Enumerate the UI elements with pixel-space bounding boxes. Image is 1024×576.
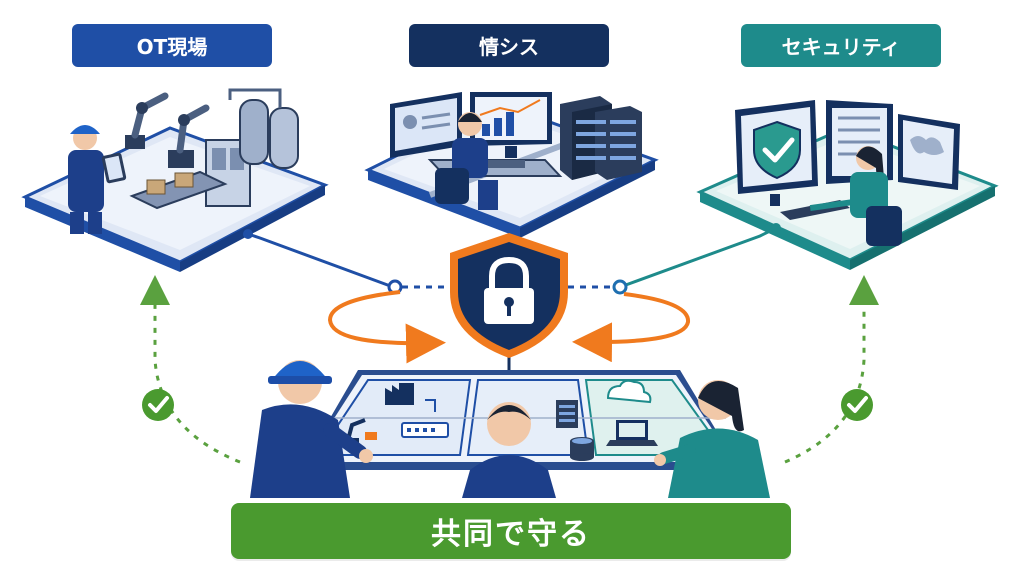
green-dashed-arrow-left (140, 275, 241, 464)
table-cloud-icon (606, 379, 652, 404)
orange-cycle-arrow-left (327, 290, 446, 364)
table-laptop-icon (606, 420, 658, 446)
connector-security-to-shield (568, 223, 781, 295)
table-switch-icon (401, 422, 449, 438)
ot-worker-with-tablet (68, 125, 127, 234)
ot-site-label: OT現場 (72, 24, 272, 67)
factory-robot-arm-icon (125, 88, 299, 210)
table-server-icon (556, 400, 578, 428)
ot-person-helmet (250, 360, 373, 498)
check-circle-icon (142, 389, 174, 421)
is-person-center (462, 402, 556, 498)
joint-defense-banner: 共同で守る (231, 503, 791, 559)
security-worker (809, 146, 902, 246)
security-label: セキュリティ (741, 24, 941, 67)
connector-ot-to-shield (243, 229, 448, 295)
table-factory-icon (385, 383, 436, 412)
is-worker-at-desk (427, 112, 563, 210)
padlock-shield-icon (450, 233, 568, 358)
shield-check-icon (753, 120, 801, 180)
server-rack-icon (560, 96, 642, 180)
table-database-icon (570, 437, 594, 461)
check-circle-icon (841, 389, 873, 421)
is-department-label: 情シス (409, 24, 609, 67)
security-person-right (654, 380, 770, 498)
green-dashed-arrow-right (784, 275, 879, 464)
is-monitors (390, 92, 552, 158)
orange-cycle-arrow-right (572, 292, 690, 363)
